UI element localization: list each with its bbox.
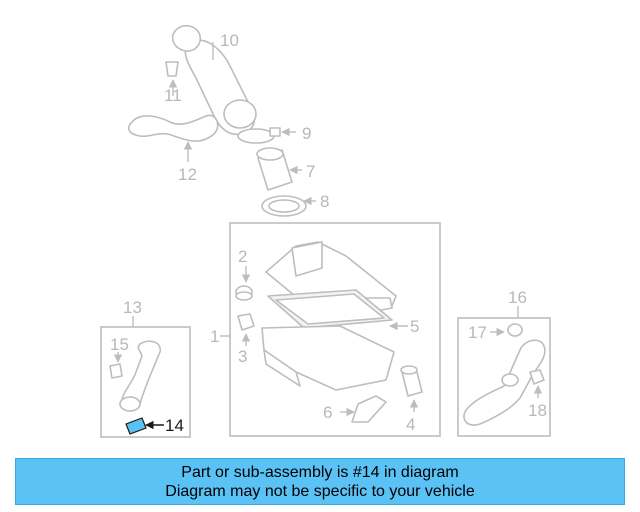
grommet-part[interactable] bbox=[235, 285, 253, 301]
air-cleaner-group-box bbox=[229, 222, 441, 437]
callout-11: 11 bbox=[164, 86, 182, 105]
callout-12: 12 bbox=[178, 165, 197, 184]
highlighted-part-14[interactable] bbox=[125, 417, 147, 435]
banner-line-2: Diagram may not be specific to your vehi… bbox=[165, 483, 475, 500]
air-filter-part[interactable] bbox=[267, 289, 393, 329]
callout-15: 15 bbox=[110, 335, 129, 354]
intake-duct-part[interactable] bbox=[171, 24, 257, 136]
callout-6: 6 bbox=[323, 403, 332, 422]
callout-1: 1 bbox=[210, 327, 219, 346]
grommet-17-part[interactable] bbox=[507, 323, 523, 337]
mount-part[interactable] bbox=[237, 313, 255, 331]
callout-7: 7 bbox=[306, 162, 315, 181]
callout-18: 18 bbox=[528, 401, 547, 420]
callout-2: 2 bbox=[238, 247, 247, 266]
callout-10: 10 bbox=[220, 31, 239, 50]
seal-part[interactable] bbox=[351, 395, 387, 423]
sensor-sleeve-part[interactable] bbox=[256, 147, 293, 191]
callout-16: 16 bbox=[508, 288, 527, 307]
duct-13-part[interactable] bbox=[119, 340, 161, 412]
gasket-part[interactable] bbox=[261, 195, 307, 217]
group-16-box bbox=[457, 317, 551, 437]
callout-9: 9 bbox=[302, 124, 311, 143]
clip-part[interactable] bbox=[165, 61, 179, 77]
group-13-box bbox=[100, 326, 191, 438]
banner-line-1: Part or sub-assembly is #14 in diagram bbox=[181, 464, 459, 481]
info-banner: Part or sub-assembly is #14 in diagram D… bbox=[15, 458, 625, 505]
clip-18-part[interactable] bbox=[529, 369, 545, 385]
callout-4: 4 bbox=[406, 415, 415, 434]
hose-part[interactable] bbox=[127, 114, 219, 142]
clip-15-part[interactable] bbox=[109, 363, 123, 379]
callout-14: 14 bbox=[165, 416, 184, 435]
callout-13: 13 bbox=[123, 298, 142, 317]
parts-diagram: 10 11 12 9 7 8 1 5 bbox=[100, 24, 551, 438]
clamp-part[interactable] bbox=[237, 127, 281, 144]
callout-17: 17 bbox=[468, 323, 487, 342]
callout-3: 3 bbox=[238, 347, 247, 366]
callout-5: 5 bbox=[410, 317, 419, 336]
duct-16-part[interactable] bbox=[463, 339, 546, 426]
callout-8: 8 bbox=[320, 192, 329, 211]
connector-tube-part[interactable] bbox=[400, 365, 423, 397]
lower-housing-part[interactable] bbox=[261, 325, 395, 391]
